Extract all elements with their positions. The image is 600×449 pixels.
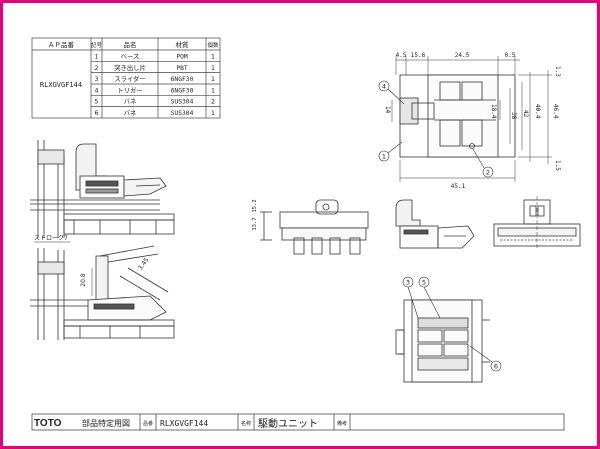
table-cell-material: SUS304 xyxy=(171,110,194,117)
table-cell-material: 6NGF30 xyxy=(171,87,194,94)
callout-2: 2 xyxy=(486,169,490,177)
callout-5: 5 xyxy=(422,279,426,287)
dim-inner-b: 38 xyxy=(510,112,517,120)
table-cell-material: POM xyxy=(176,54,188,61)
dim-right-c: 46.4 xyxy=(552,104,559,119)
doc-type: 部品特定用図 xyxy=(82,418,130,428)
dim-inner-a: 42 xyxy=(522,110,529,118)
top-view-callouts xyxy=(378,80,494,178)
table-header-name: 品名 xyxy=(124,40,137,49)
label-note: 備考 xyxy=(337,420,347,427)
side-dim-1: 13.7 xyxy=(252,217,258,230)
table-cell-no: 6 xyxy=(94,110,98,117)
dim-angle: 3.45 xyxy=(137,257,151,272)
title-name: 駆動ユニット xyxy=(258,417,318,430)
table-cell-material: SUS304 xyxy=(171,99,194,106)
stroke-label: ストローク7 xyxy=(34,235,68,242)
callout-4: 4 xyxy=(382,83,386,91)
table-cell-no: 3 xyxy=(94,76,98,83)
dim-right-a: 1.3 xyxy=(554,66,561,77)
section-view-upper xyxy=(30,140,175,238)
table-cell-no: 4 xyxy=(94,87,98,94)
title-part-no: RLXGVGF144 xyxy=(160,419,208,428)
table-cell-name: バネ xyxy=(124,98,137,106)
table-header-material: 材質 xyxy=(176,40,190,49)
label-part-no: 品番 xyxy=(143,420,153,427)
side-dim-2: 15.2 xyxy=(252,199,258,212)
callout-circle xyxy=(378,80,390,92)
top-view-dim-labels: 4.5 15.6 24.5 0.5 45.1 1.3 40.4 46.4 1.5… xyxy=(384,52,561,190)
table-part-number: RLXGVGF144 xyxy=(40,81,82,89)
dim-right-b: 40.4 xyxy=(534,104,541,119)
dim-left-a: 14 xyxy=(384,106,391,114)
dim-inner-c: 18.4 xyxy=(490,104,497,119)
dim-top-1: 4.5 xyxy=(396,52,407,59)
table-cell-no: 5 xyxy=(94,99,98,106)
table-header-qty: 個数 xyxy=(207,41,219,49)
table-cell-name: 突き出し片 xyxy=(114,63,145,72)
table-cell-no: 2 xyxy=(94,65,98,72)
table-header-ap: ＡＰ品番 xyxy=(48,41,75,49)
section-view-lower xyxy=(30,245,175,340)
brand-logo: TOTO xyxy=(34,418,62,429)
bottom-view-callouts xyxy=(402,276,502,372)
table-cell-qty: 1 xyxy=(211,54,215,61)
side-view xyxy=(395,199,475,249)
callout-6: 6 xyxy=(494,363,498,371)
callout-1: 1 xyxy=(382,153,386,161)
top-view-dims xyxy=(391,56,552,182)
top-view xyxy=(399,74,516,158)
table-cell-qty: 1 xyxy=(211,65,215,72)
dim-bottom: 45.1 xyxy=(451,183,466,190)
table-cell-name: トリガー xyxy=(117,85,142,94)
dim-right-d: 1.5 xyxy=(554,160,561,171)
table-cell-material: PBT xyxy=(176,65,188,72)
table-cell-qty: 2 xyxy=(211,99,215,106)
table-cell-name: ベース xyxy=(121,53,140,61)
table-cell-name: バネ xyxy=(124,109,137,117)
dim-vertical: 20.8 xyxy=(80,273,87,287)
parts-table xyxy=(31,37,221,119)
table-cell-qty: 1 xyxy=(211,110,215,117)
label-name: 名称 xyxy=(241,420,251,427)
bottom-view xyxy=(395,299,490,383)
dim-top-4: 0.5 xyxy=(505,52,516,59)
front-view xyxy=(260,199,369,255)
table-cell-qty: 1 xyxy=(211,76,215,83)
callout-3: 3 xyxy=(406,279,410,287)
table-cell-name: スライダー xyxy=(114,74,145,83)
table-cell-no: 1 xyxy=(94,54,98,61)
end-view xyxy=(493,196,581,250)
dim-top-2: 15.6 xyxy=(411,52,426,59)
dim-top-3: 24.5 xyxy=(455,52,470,59)
table-cell-material: 6NGF30 xyxy=(171,76,194,83)
table-header-no: 記号 xyxy=(91,41,103,49)
table-cell-qty: 1 xyxy=(211,87,215,94)
title-block xyxy=(31,413,565,431)
